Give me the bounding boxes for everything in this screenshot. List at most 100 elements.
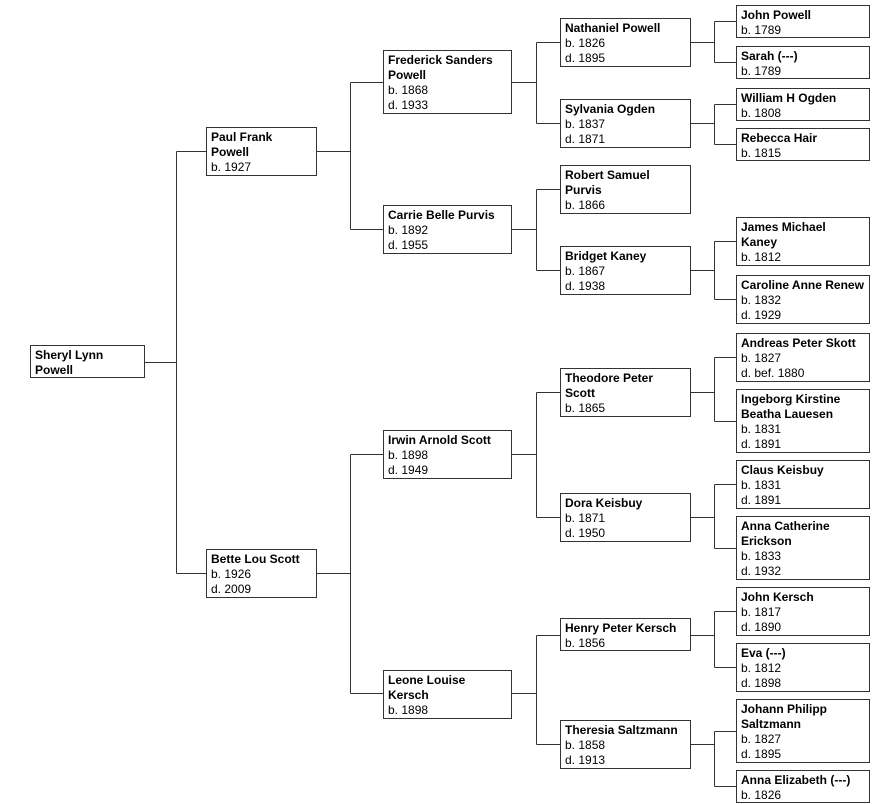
person-name: Sarah (---) [741,49,798,63]
person-name: Andreas Peter Skott [741,336,856,350]
person-name: John Powell [741,8,812,22]
person-name: Ingeborg Kirstine Beatha Lauesen [741,392,841,421]
birth-date: b. 1812 [741,250,782,264]
person-name: Theodore Peter Scott [565,371,654,400]
person-name: Dora Keisbuy [565,496,643,510]
death-date: d. 1913 [565,753,606,767]
birth-date: b. 1867 [565,264,606,278]
death-date: d. 1895 [565,51,606,65]
birth-date: b. 1927 [211,160,252,174]
birth-date: b. 1865 [565,401,606,415]
death-date: d. 1954 [388,718,507,719]
person-name: Carrie Belle Purvis [388,208,495,222]
death-date: d. 1895 [741,747,782,761]
death-date: d. 1898 [741,676,782,690]
person-name: Bette Lou Scott [211,552,300,566]
person-name: Anna Catherine Erickson [741,519,830,548]
death-date: d. 1950 [565,526,606,540]
birth-date: b. 1837 [565,117,606,131]
death-date: d. 1890 [741,620,782,634]
birth-date: b. 1815 [741,146,782,160]
birth-date: b. 1789 [741,23,782,37]
birth-date: b. 1926 [211,567,252,581]
person-name: Leone Louise Kersch [388,673,466,702]
birth-date: b. 1831 [741,478,782,492]
person-name: Caroline Anne Renew [741,278,864,292]
person-name: Frederick Sanders Powell [388,53,493,82]
death-date: d. 1882 [741,265,865,266]
person-name: Rebecca Hair [741,131,818,145]
person-name: Theresia Saltzmann [565,723,678,737]
death-date: d. 1891 [741,437,782,451]
person-name: Bridget Kaney [565,249,647,263]
person-name: Paul Frank Powell [211,130,273,159]
person-name: Irwin Arnold Scott [388,433,491,447]
birth-date: b. 1817 [741,605,782,619]
person-box[interactable]: Anna Elizabeth (---)b. 1826 [736,770,870,803]
birth-date: b. 1831 [741,422,782,436]
death-date: d. 1891 [741,493,782,507]
birth-date: b. 1866 [565,198,606,212]
birth-date: b. 1827 [741,732,782,746]
death-date: d. 2009 [211,582,252,596]
person-name: James Michael Kaney [741,220,826,249]
birth-date: b. 1808 [741,106,782,120]
person-name: Henry Peter Kersch [565,621,677,635]
birth-date: b. 1898 [388,448,429,462]
birth-date: b. 1826 [565,36,606,50]
person-name: Johann Philipp Saltzmann [741,702,827,731]
death-date: d. 1929 [741,308,782,322]
person-name: Claus Keisbuy [741,463,824,477]
birth-date: b. 1826 [741,788,782,802]
death-date: d. 1925 [565,416,686,417]
death-date: d. 1949 [388,463,429,477]
birth-date: b. 1858 [565,738,606,752]
death-date: d. 1933 [388,98,429,112]
person-box[interactable]: Sarah (---)b. 1789 [736,46,870,79]
person-name: Robert Samuel Purvis [565,168,650,197]
death-date: d. 2006 [211,175,312,176]
person-name: Anna Elizabeth (---) [741,773,851,787]
death-date: d. 1938 [565,279,606,293]
birth-date: b. 1871 [565,511,606,525]
birth-date: b. 1832 [741,293,782,307]
birth-date: b. 1789 [741,64,782,78]
birth-date: b. 1827 [741,351,782,365]
person-name: Sheryl Lynn Powell [35,348,104,377]
death-date: d. 1871 [565,132,606,146]
death-date: d. 1933 [565,213,686,214]
birth-date: b. 1812 [741,661,782,675]
birth-date: b. 1898 [388,703,429,717]
birth-date: b. 1892 [388,223,429,237]
death-date: d. 1955 [388,238,429,252]
